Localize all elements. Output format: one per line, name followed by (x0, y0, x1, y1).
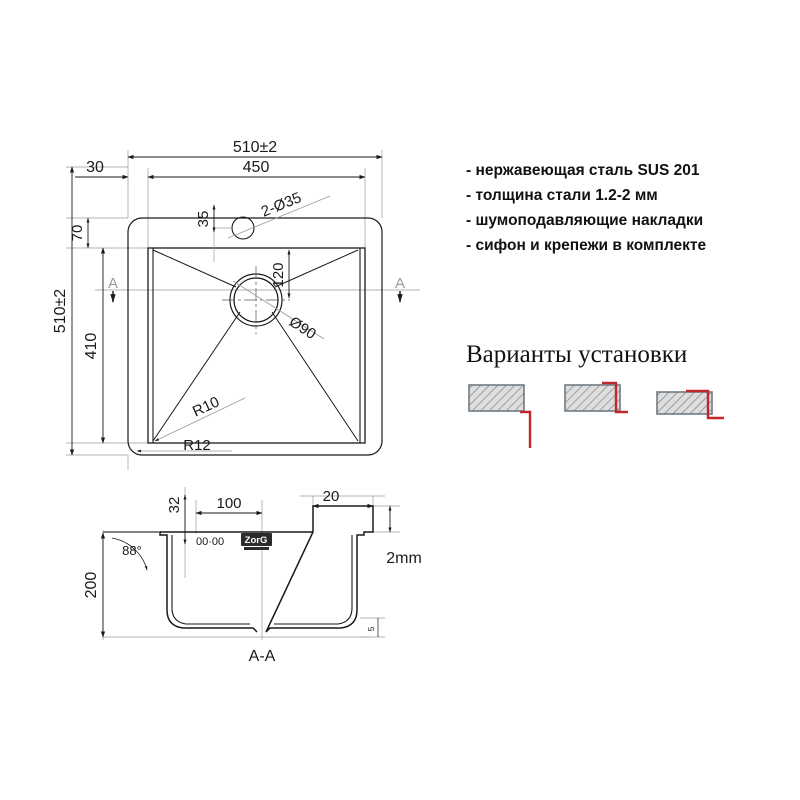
dim-holes-callout: 2-Ø35 (227, 189, 331, 239)
dim-height-510: 510±2 (52, 166, 75, 456)
dim-r12: R12 (136, 437, 232, 454)
dim-100-label: 100 (216, 495, 241, 512)
variant-2-block (564, 384, 621, 412)
sink-bowl-outline (147, 247, 366, 444)
sink-outer-rim (127, 217, 383, 456)
zorg-logo-text: ZorG (245, 535, 268, 546)
dim-32: 32 (166, 494, 187, 545)
install-variants-graphics (468, 381, 724, 448)
variant-3-block (656, 391, 713, 415)
section-mark-left-label: A (108, 275, 118, 292)
zorg-logo: ZorG (241, 533, 272, 550)
dim-2mm: 2mm (386, 505, 422, 567)
dim-2mm-label: 2mm (386, 550, 422, 567)
dim-width-510: 510±2 (127, 139, 383, 160)
dim-32-label: 32 (166, 497, 183, 514)
install-variant-1 (468, 384, 532, 448)
section-mark-right-label: A (395, 275, 405, 292)
spec-item-2: - толщина стали 1.2-2 мм (466, 187, 658, 204)
dim-100: 100 (195, 495, 263, 516)
variant-2-counter (602, 381, 628, 414)
faucet-hole (231, 216, 255, 240)
dim-88deg-label: 88° (122, 543, 142, 558)
dim-hole-35-label: 35 (195, 211, 212, 228)
dim-width-510-label: 510±2 (233, 139, 277, 156)
dim-200-label: 200 (83, 572, 100, 599)
dim-height-410-label: 410 (83, 333, 100, 360)
dim-20: 20 (312, 488, 374, 509)
dim-88deg: 88° (111, 537, 148, 571)
drain-centerlines (222, 266, 290, 334)
variant-1-block (468, 384, 525, 412)
dim-5-label: 5 (367, 626, 376, 631)
dim-height-510-label: 510±2 (52, 289, 69, 333)
section-mark-left: A (108, 275, 118, 303)
section-view: 32 100 20 2mm 200 (83, 487, 422, 665)
section-label: A-A (249, 648, 276, 665)
dim-width-450-label: 450 (243, 159, 270, 176)
variant-1-counter (520, 410, 532, 448)
spec-item-3: - шумоподавляющие накладки (466, 212, 704, 229)
plan-view: 510±2 450 30 70 510±2 (52, 139, 420, 470)
install-variant-3 (656, 389, 724, 420)
section-wall-right-inner (274, 535, 353, 625)
dim-r12-label: R12 (183, 437, 211, 454)
dim-left-30: 30 (75, 159, 129, 180)
plan-extension-lines (66, 150, 420, 470)
spec-item-4: - сифон и крепежи в комплекте (466, 237, 707, 254)
dim-200: 200 (83, 532, 106, 638)
spec-item-1: - нержавеющая сталь SUS 201 (466, 162, 700, 179)
dim-drain-120: 120 (270, 249, 291, 299)
variant-3-counter (686, 389, 724, 420)
section-drain-mark: 00·00 (196, 536, 224, 548)
specification-list: - нержавеющая сталь SUS 201 - толщина ст… (466, 158, 786, 258)
dim-height-410: 410 (83, 247, 106, 444)
dim-hole-35: 35 (195, 204, 216, 262)
section-wall-left-inner (171, 535, 250, 625)
bowl-slope-lines (152, 249, 359, 442)
dim-20-label: 20 (323, 488, 340, 505)
section-mark-right: A (395, 275, 405, 303)
dim-5: 5 (367, 618, 379, 637)
dim-width-450: 450 (147, 159, 366, 180)
dim-left-30-label: 30 (86, 159, 104, 176)
section-profile (103, 505, 374, 633)
dim-drain-120-label: 120 (270, 262, 287, 287)
install-variants-title: Варианты установки (466, 341, 688, 368)
install-variant-2 (564, 381, 628, 414)
